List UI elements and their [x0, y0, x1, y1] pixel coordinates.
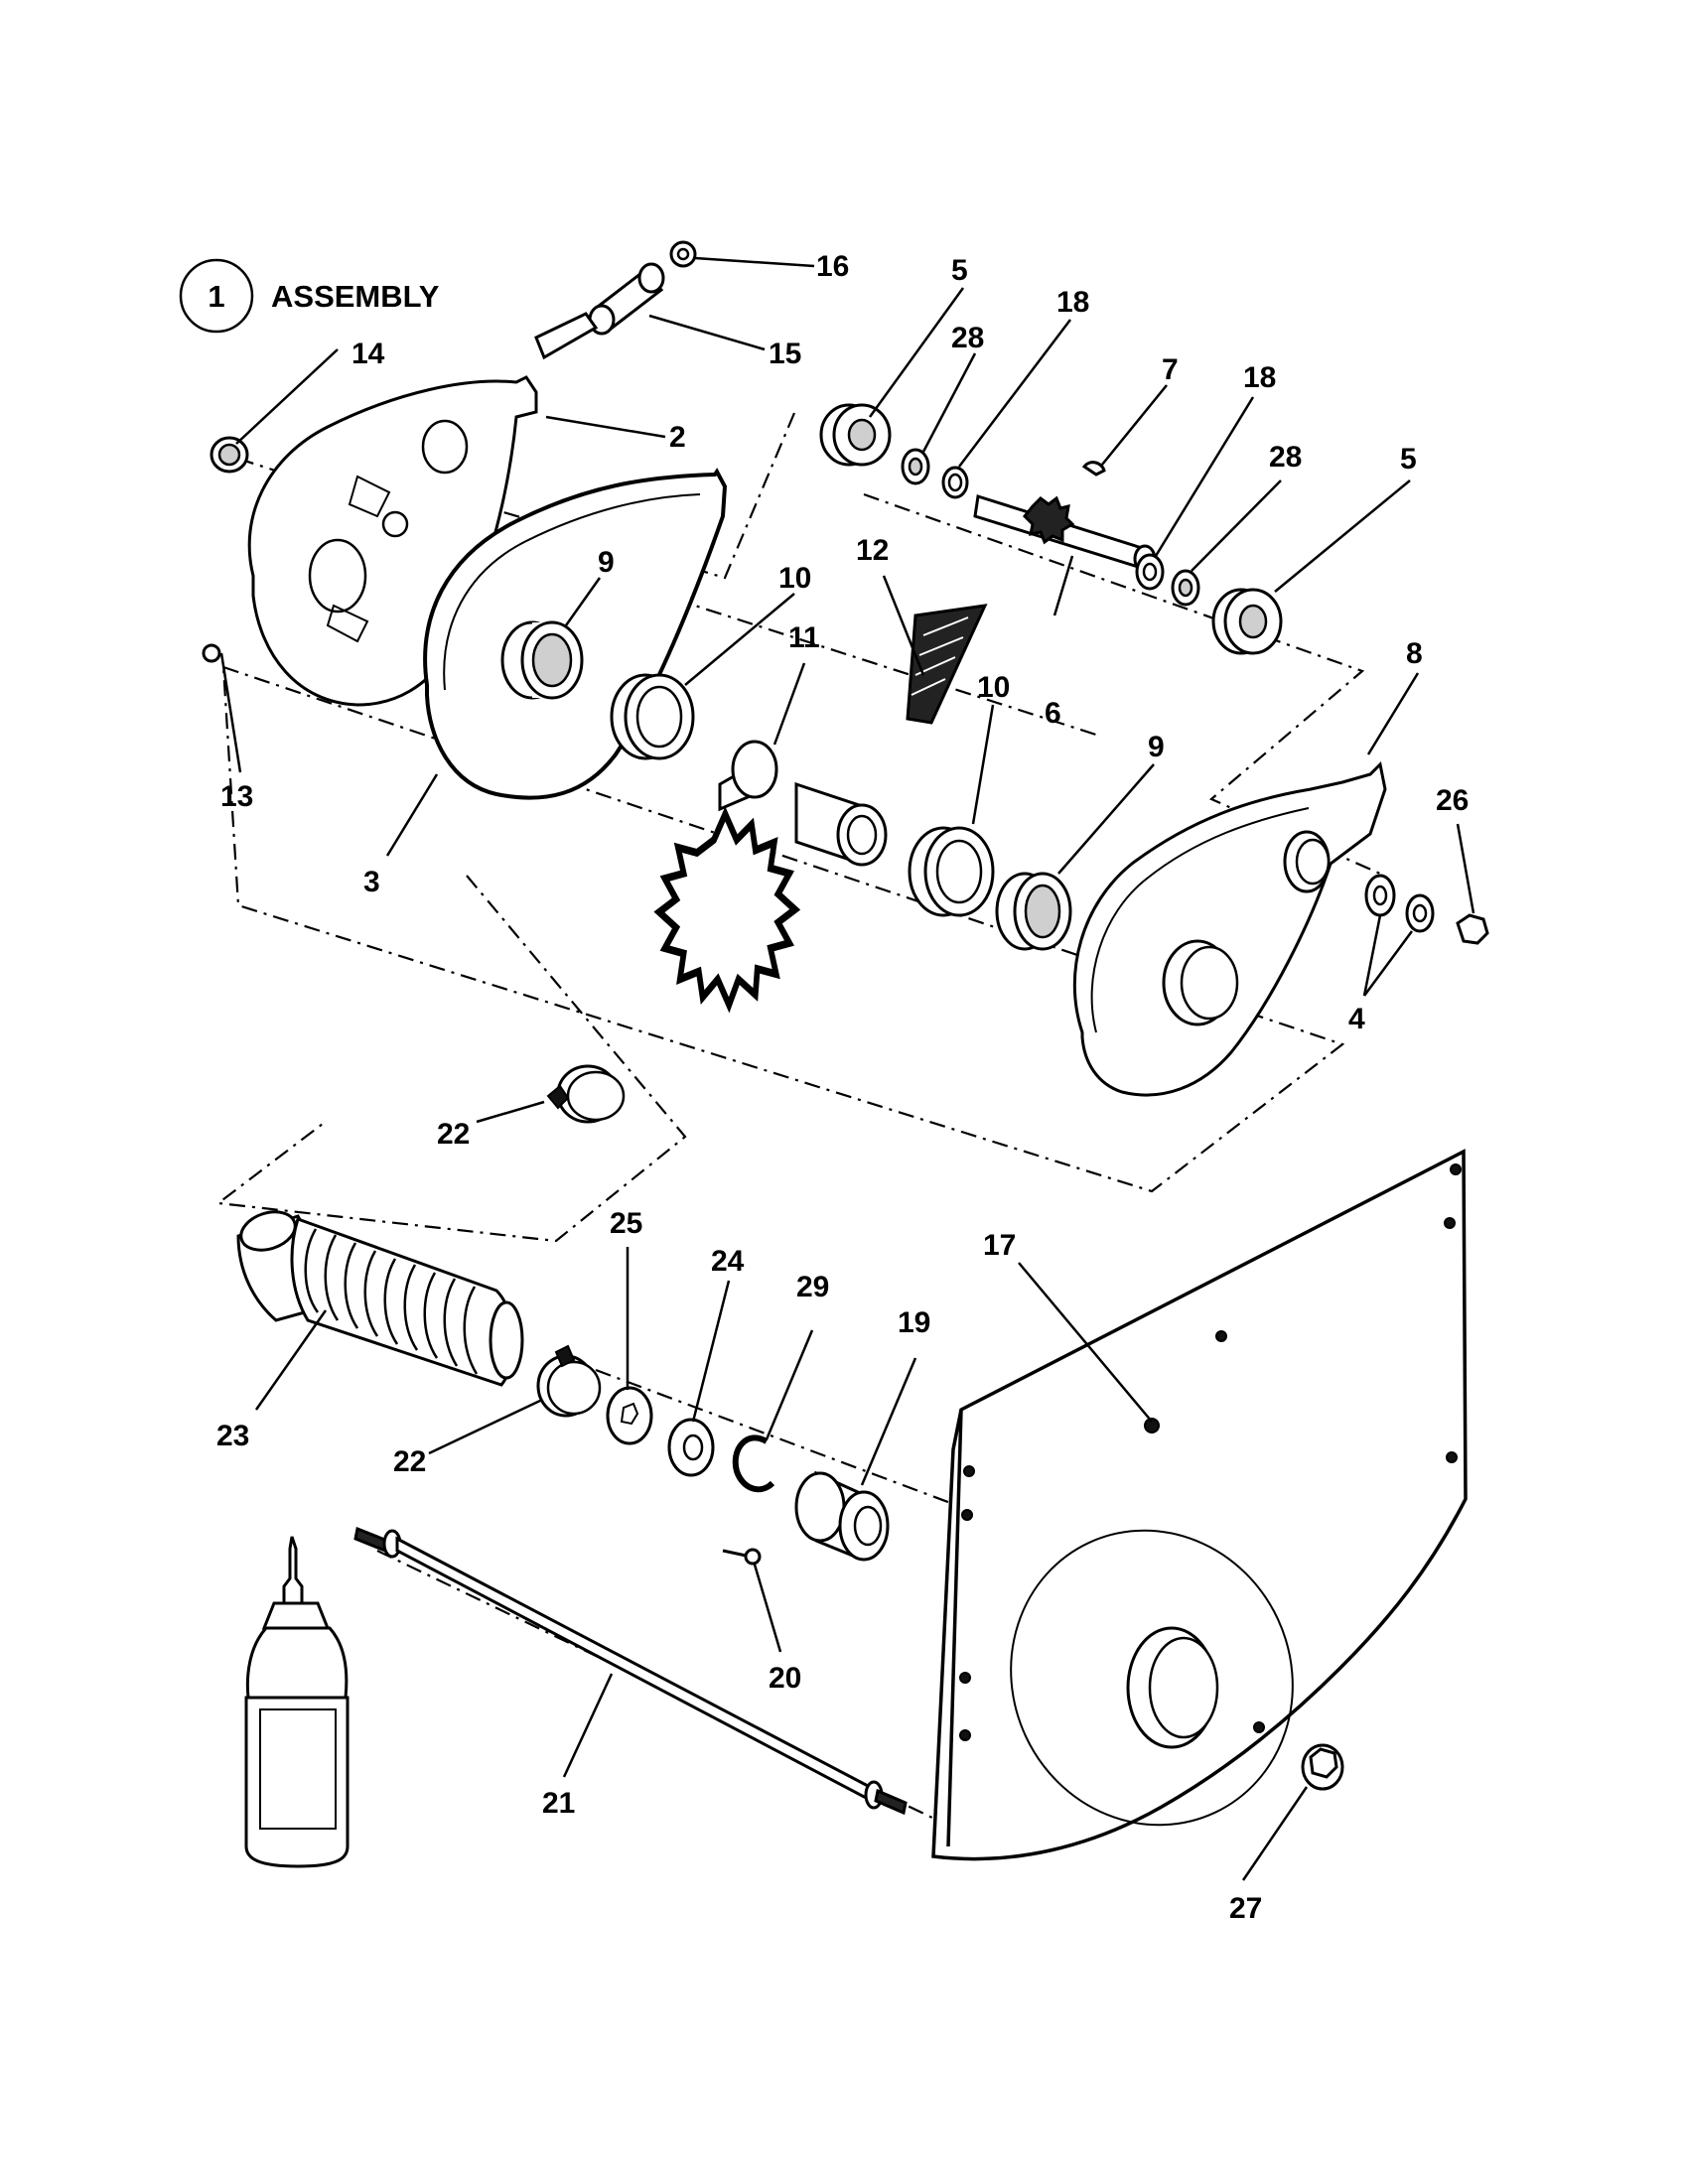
callout-18-upper: 18 [1056, 286, 1089, 319]
part-5-bearing-upper-left [819, 403, 892, 467]
callout-5-right: 5 [1400, 443, 1417, 476]
callout-22-lower: 22 [393, 1445, 426, 1478]
part-17-chain-case [931, 1149, 1468, 1861]
callout-3: 3 [363, 866, 380, 898]
callout-17: 17 [983, 1229, 1016, 1262]
part-4-washers [1364, 874, 1435, 933]
assembly-number-circle [179, 258, 254, 334]
callout-18-right: 18 [1243, 361, 1276, 394]
callout-25: 25 [610, 1207, 642, 1240]
leader-lines [219, 256, 1475, 1881]
part-6-drive-shaft [973, 494, 1157, 574]
callout-9-right: 9 [1148, 731, 1165, 763]
part-29-e-clip [732, 1434, 775, 1493]
callout-10-left: 10 [778, 562, 811, 595]
part-13-screw [202, 643, 221, 663]
part-18-ring-upper-left [941, 466, 969, 499]
part-7-key [1081, 461, 1106, 477]
part-26-nut [1456, 913, 1489, 945]
part-14-plug [210, 436, 249, 474]
part-15-bushing [588, 262, 665, 336]
part-12-chain [906, 604, 988, 725]
callout-9-left: 9 [598, 546, 615, 579]
part-16-collar [669, 240, 697, 268]
callout-23: 23 [216, 1420, 249, 1452]
callout-12: 12 [856, 534, 889, 567]
assembly-title: ASSEMBLY [271, 279, 440, 314]
callout-10-right: 10 [977, 671, 1010, 704]
callout-6: 6 [1045, 697, 1061, 730]
part-9-bearing-right [995, 872, 1072, 951]
callout-26: 26 [1436, 784, 1469, 817]
oil-bottle [244, 1536, 350, 1868]
assembly-header: 1 ASSEMBLY [179, 258, 440, 334]
part-27-flange-nut [1301, 1743, 1344, 1791]
part-19-bushing [794, 1470, 890, 1562]
assembly-number: 1 [208, 279, 224, 314]
callout-22-upper: 22 [437, 1118, 470, 1151]
callout-14: 14 [351, 338, 385, 370]
part-18-ring-right [1135, 553, 1165, 591]
part-10-seal-right [908, 826, 995, 917]
part-2-housing-plate [247, 312, 599, 707]
callout-28-upper: 28 [951, 322, 984, 354]
callout-27: 27 [1229, 1892, 1262, 1925]
callout-16: 16 [816, 250, 849, 283]
part-28-washer-upper-left [901, 448, 930, 485]
part-21-rod [353, 1526, 908, 1816]
part-8-housing-cover [1072, 760, 1387, 1097]
part-28-washer-right [1171, 569, 1200, 607]
callout-7: 7 [1162, 353, 1179, 386]
callout-21: 21 [542, 1787, 575, 1820]
part-11-sprocket [653, 740, 888, 1014]
part-25-washer [606, 1386, 653, 1445]
callout-20: 20 [769, 1662, 801, 1695]
callout-5-upper: 5 [951, 254, 968, 287]
callout-15: 15 [769, 338, 801, 370]
part-10-seal-left [610, 673, 695, 760]
callout-labels: 16 15 14 2 5 28 18 7 18 28 5 9 10 12 11 … [216, 250, 1469, 1925]
part-22-clamp-upper [546, 1064, 626, 1124]
part-24-washer [667, 1418, 715, 1477]
part-23-boot [236, 1210, 524, 1387]
part-9-bearing-left [500, 620, 584, 700]
callout-11: 11 [788, 621, 820, 654]
callout-13: 13 [220, 780, 253, 813]
boot-ribs [304, 1228, 479, 1375]
callout-4: 4 [1348, 1003, 1365, 1035]
callout-29: 29 [796, 1271, 829, 1303]
callout-2: 2 [669, 421, 686, 454]
part-22-clamp-lower [536, 1344, 602, 1418]
part-20-roll-pin [722, 1548, 762, 1566]
part-5-bearing-right [1211, 588, 1283, 655]
callout-8: 8 [1406, 637, 1423, 670]
callout-28-right: 28 [1269, 441, 1302, 474]
callout-24: 24 [711, 1245, 745, 1278]
callout-19: 19 [898, 1306, 930, 1339]
